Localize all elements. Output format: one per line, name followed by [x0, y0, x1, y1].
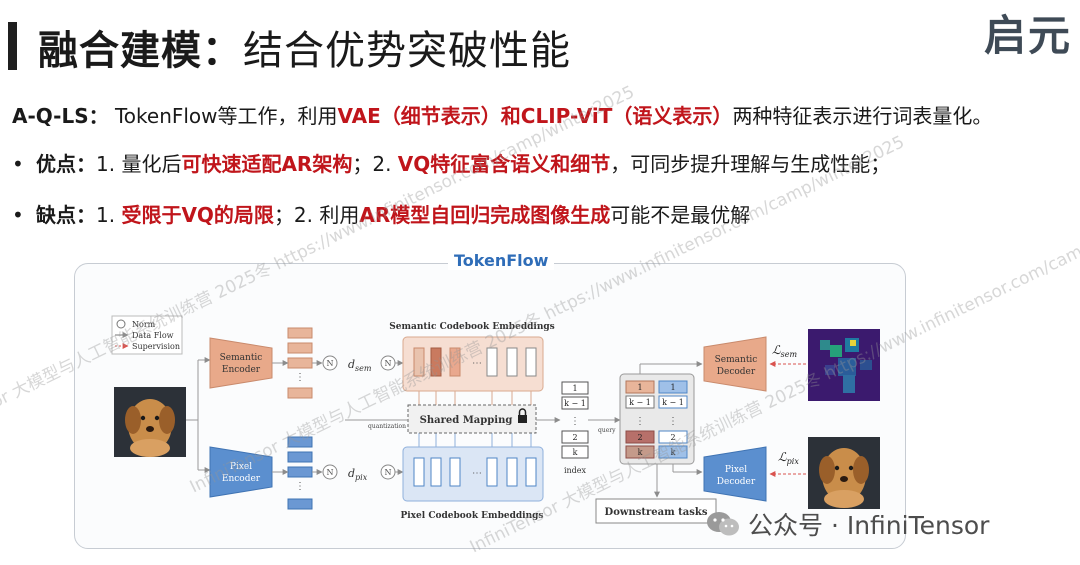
downstream-label: Downstream tasks — [605, 507, 708, 518]
svg-text:Semantic: Semantic — [715, 355, 758, 365]
pixel-token-stack: ⋮ — [287, 436, 313, 510]
d-pix-label: dpix — [348, 467, 368, 482]
svg-text:Encoder: Encoder — [222, 365, 261, 375]
wechat-account-label: 公众号 · InfiniTensor — [748, 511, 990, 540]
wechat-icon — [707, 512, 739, 536]
cons-text2: ；2. 利用 — [273, 203, 360, 227]
wechat-footer: 公众号 · InfiniTensor — [706, 506, 989, 542]
pixel-codebook-label: Pixel Codebook Embeddings — [401, 511, 544, 521]
semantic-decoder: Semantic Decoder — [703, 336, 767, 392]
svg-text:N: N — [385, 468, 392, 477]
cons-highlight2: AR模型自回归完成图像生成 — [359, 203, 611, 227]
brand-logo: 启元 — [984, 11, 1073, 60]
loss-sem-label: ℒsem — [772, 343, 797, 359]
svg-text:k − 1: k − 1 — [662, 398, 684, 407]
aqls-text2: 两种特征表示进行词表量化。 — [732, 104, 993, 128]
svg-text:⋮: ⋮ — [570, 416, 580, 427]
svg-text:⋮: ⋮ — [635, 416, 645, 427]
pixel-decoder: Pixel Decoder — [703, 446, 767, 502]
pros-text3: ，可同步提升理解与生成性能； — [610, 152, 891, 176]
downstream-tasks-box — [595, 498, 717, 524]
quantization-label: quantization — [368, 423, 406, 430]
svg-text:Decoder: Decoder — [717, 367, 756, 377]
semantic-codebook-label: Semantic Codebook Embeddings — [389, 322, 554, 332]
figure-title: TokenFlow — [448, 251, 555, 270]
semantic-encoder: Semantic Encoder — [209, 337, 273, 389]
svg-text:Semantic: Semantic — [220, 353, 263, 363]
legend: Norm Data Flow Supervision — [111, 315, 183, 355]
shared-mapping-box — [407, 404, 537, 434]
index-label: index — [564, 466, 587, 475]
combined-pixel-tokens: 1 k − 1 ⋮ 2 k — [658, 380, 688, 459]
pixel-encoder: Pixel Encoder — [209, 446, 273, 498]
semantic-token-stack: ⋮ — [287, 327, 313, 399]
cons-text1: 1. — [96, 203, 122, 227]
aqls-text1: TokenFlow等工作，利用 — [108, 104, 338, 128]
svg-text:k: k — [671, 448, 676, 457]
bullet-icon: • — [12, 203, 24, 227]
combined-semantic-tokens: 1 k − 1 ⋮ 2 k — [625, 380, 655, 459]
svg-text:1: 1 — [572, 384, 577, 393]
legend-data-flow: Data Flow — [132, 331, 174, 340]
line-pros: • 优点：1. 量化后可快速适配AR架构；2. VQ特征富含语义和细节，可同步提升… — [12, 148, 890, 177]
cons-text3: 可能不是最优解 — [610, 203, 751, 227]
slide-title: 融合建模：结合优势突破性能 — [38, 18, 571, 76]
bullet-icon: • — [12, 152, 24, 176]
index-stack: 1 k − 1 ⋮ 2 k — [561, 381, 589, 459]
svg-text:1: 1 — [670, 383, 675, 392]
pros-highlight1: 可快速适配AR架构 — [181, 152, 353, 176]
line-cons: • 缺点：1. 受限于VQ的局限；2. 利用AR模型自回归完成图像生成可能不是最优… — [12, 199, 750, 228]
line-aqls: A-Q-LS： TokenFlow等工作，利用VAE（细节表示）和CLIP-Vi… — [12, 100, 992, 129]
title-accent-bar — [8, 22, 17, 70]
lock-icon — [518, 408, 527, 423]
pixel-codebook-entries: ⋯ — [413, 457, 537, 487]
norm-legend-icon — [116, 319, 126, 329]
query-label: query — [598, 427, 616, 434]
norm-icon — [322, 464, 338, 480]
svg-text:⋮: ⋮ — [295, 372, 305, 383]
svg-text:1: 1 — [637, 383, 642, 392]
aqls-label: A-Q-LS： — [12, 104, 109, 128]
legend-supervision: Supervision — [132, 342, 180, 351]
norm-icon — [322, 355, 338, 371]
svg-text:⋯: ⋯ — [472, 468, 482, 479]
title-main: 融合建模： — [38, 28, 243, 74]
loss-pix-label: ℒpix — [778, 450, 799, 466]
svg-text:2: 2 — [637, 433, 642, 442]
pros-text1: 1. 量化后 — [96, 152, 182, 176]
svg-text:Decoder: Decoder — [717, 477, 756, 487]
svg-text:Pixel: Pixel — [725, 465, 747, 475]
svg-text:k: k — [573, 448, 578, 457]
semantic-feature-map — [808, 329, 880, 401]
svg-text:N: N — [327, 359, 334, 368]
cons-label: 缺点： — [36, 203, 96, 227]
svg-text:2: 2 — [572, 433, 577, 442]
svg-text:⋮: ⋮ — [295, 481, 305, 492]
cons-highlight1: 受限于VQ的局限 — [121, 203, 274, 227]
svg-text:k − 1: k − 1 — [564, 399, 586, 408]
pros-text2: ；2. — [352, 152, 398, 176]
input-dog-image — [114, 387, 186, 457]
svg-text:Encoder: Encoder — [222, 474, 261, 484]
legend-norm: Norm — [132, 320, 156, 329]
svg-text:2: 2 — [670, 433, 675, 442]
reconstructed-dog-image — [808, 437, 880, 509]
svg-text:Pixel: Pixel — [230, 462, 252, 472]
svg-text:⋯: ⋯ — [472, 358, 482, 369]
svg-text:N: N — [385, 359, 392, 368]
aqls-highlight1: VAE（细节表示）和CLIP-ViT（语义表示） — [337, 104, 733, 128]
svg-text:k − 1: k − 1 — [629, 398, 651, 407]
pros-highlight2: VQ特征富含语义和细节 — [397, 152, 611, 176]
svg-text:N: N — [327, 468, 334, 477]
title-subtitle: 结合优势突破性能 — [243, 28, 571, 74]
svg-text:k: k — [638, 448, 643, 457]
shared-mapping-label: Shared Mapping — [420, 415, 513, 426]
svg-text:⋮: ⋮ — [668, 416, 678, 427]
d-sem-label: dsem — [348, 358, 372, 373]
pros-label: 优点： — [36, 152, 96, 176]
semantic-codebook-entries: ⋯ — [413, 347, 537, 377]
